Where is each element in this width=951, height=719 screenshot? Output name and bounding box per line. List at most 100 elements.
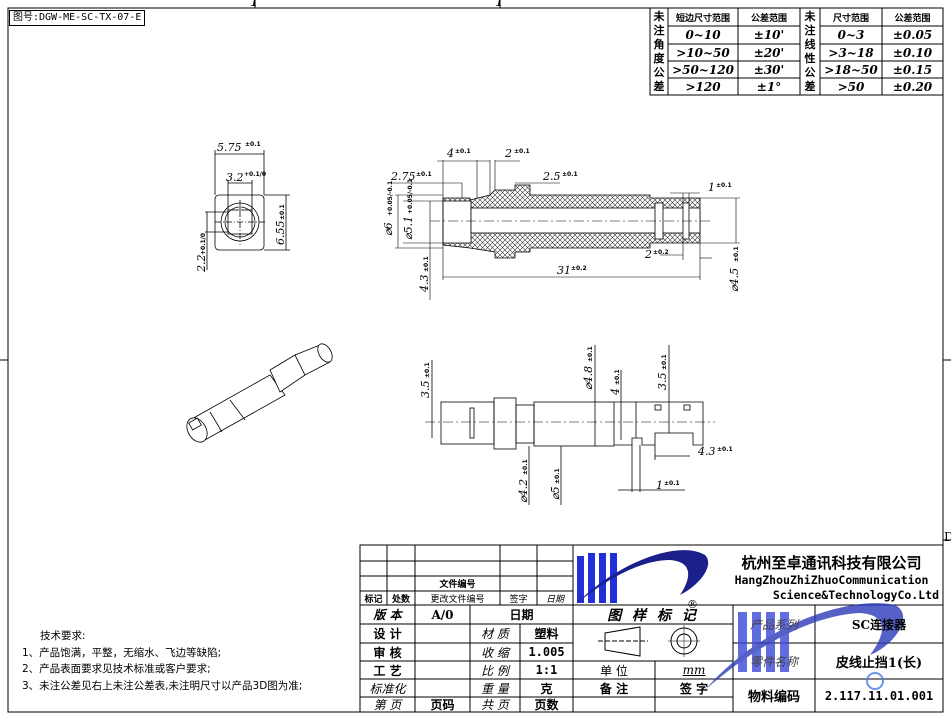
drawing-number: 图号:DGW-ME-SC-TX-07-E — [9, 10, 146, 26]
technical-requirements: 技术要求: 1、产品饱满，平整，无缩水、飞边等缺陷; 2、产品表面要求见技术标准… — [22, 628, 302, 694]
dim-side-43: 4.3 — [697, 445, 716, 458]
standardization-label: 标准化 — [369, 681, 406, 696]
dim-sec-2b: 2 — [644, 248, 652, 261]
company-name-en-2: Science&TechnologyCo.Ltd — [772, 587, 939, 602]
label-char: 注 — [653, 23, 665, 37]
table-cell: >10~50 — [676, 45, 730, 60]
dim-tol: ±0.1 — [416, 171, 432, 178]
page-value: 页码 — [430, 698, 455, 712]
version-label: 版 本 — [373, 608, 402, 622]
label-char: 注 — [804, 23, 816, 37]
table-cell: ±0.20 — [892, 79, 933, 94]
table-cell: ±20' — [753, 45, 785, 60]
table-header: 短边尺寸范围 — [675, 13, 730, 24]
dim-side-35a: 3.5 — [419, 381, 432, 399]
dim-sec-1: 1 — [708, 181, 715, 194]
side-view — [425, 345, 715, 505]
date-label: 日期 — [509, 608, 534, 622]
table-header: 公差范围 — [894, 13, 931, 24]
dim-tol: ±0.1 — [664, 480, 680, 487]
dim-tol: +0.05/-0.1 — [387, 181, 394, 216]
drawing-marks-label: 图 样 标 记 — [607, 607, 699, 624]
dim-tol: ±0.1 — [733, 246, 740, 262]
table-cell: ±0.10 — [892, 45, 933, 60]
revision-header: 标记 — [364, 594, 383, 605]
company-name-en: HangZhouZhiZhuoCommunication — [734, 572, 929, 587]
scale-label: 比 例 — [481, 663, 509, 678]
dim-side-4: 4 — [609, 388, 622, 396]
table-cell: ±1° — [756, 79, 782, 94]
scale-value: 1:1 — [535, 663, 558, 677]
dim-side-dia42: ⌀4.2 — [517, 479, 530, 503]
material-code-value: 2.117.11.01.001 — [824, 688, 934, 703]
dim-tol: ±0.2 — [571, 265, 587, 272]
material-label: 材 质 — [481, 627, 509, 641]
dim-sec-43: 4.3 — [418, 275, 431, 294]
dim-tol: ±0.1 — [562, 171, 578, 178]
revision-header: 日期 — [545, 594, 564, 605]
dim-tol: ±0.1 — [522, 459, 529, 475]
shrink-label: 收 缩 — [481, 645, 509, 660]
material-value: 塑料 — [534, 627, 559, 641]
dim-side-1: 1 — [656, 479, 663, 492]
end-view — [205, 150, 290, 270]
dim-tol: +0.05/-0.1 — [407, 179, 414, 214]
dim-sec-275: 2.75 — [390, 170, 416, 183]
notes-title: 技术要求: — [40, 630, 86, 642]
table-cell: 0~3 — [837, 28, 865, 42]
table-cell: >18~50 — [824, 62, 878, 77]
dim-end-width: 5.75 — [217, 141, 242, 154]
weight-label: 重 量 — [481, 681, 509, 696]
file-number-label: 文件编号 — [439, 580, 476, 590]
company-name-cn: 杭州至卓通讯科技有限公司 — [741, 553, 922, 572]
watermark-logo — [705, 603, 904, 690]
dim-sec-4: 4 — [446, 147, 454, 160]
dim-side-dia48: ⌀4.8 — [582, 366, 595, 390]
dim-tol: ±0.1 — [245, 141, 261, 148]
dim-tol: ±0.1 — [423, 256, 430, 272]
table-cell: >50~120 — [672, 62, 734, 77]
dim-tol: ±0.2 — [653, 249, 669, 256]
table-header: 公差范围 — [750, 13, 787, 24]
company-logo: ® — [575, 550, 709, 611]
total-pages-label: 共 页 — [481, 698, 509, 712]
dim-sec-dia45: ⌀4.5 — [728, 268, 741, 292]
product-series-label: 产品系列 — [749, 617, 798, 632]
label-char: 差 — [804, 79, 816, 93]
material-code-label: 物料编码 — [747, 690, 800, 705]
label-char: 差 — [653, 79, 665, 93]
revision-header: 签字 — [509, 594, 528, 605]
product-series-value: SC连接器 — [851, 617, 907, 632]
dim-tol: +0.1/0 — [200, 233, 207, 255]
table-cell: >120 — [685, 79, 721, 94]
linear-tolerance-label: 未注线性公差 — [800, 8, 820, 95]
unit-label: 单 位 — [600, 663, 628, 678]
revision-header: 更改文件编号 — [430, 594, 485, 605]
section-view — [390, 160, 740, 300]
dim-end-slot: 3.2 — [226, 171, 244, 184]
dim-tol: ±0.1 — [716, 182, 732, 189]
dim-tol: ±0.1 — [455, 148, 471, 155]
dim-tol: ±0.1 — [279, 204, 286, 220]
border-mark-row: D — [944, 530, 951, 544]
dim-sec-25: 2.5 — [542, 170, 561, 183]
weight-value: 克 — [540, 681, 553, 696]
dim-tol: ±0.1 — [554, 468, 561, 484]
total-pages-value: 页数 — [534, 698, 559, 712]
dim-sec-2: 2 — [504, 147, 512, 160]
label-char: 公 — [653, 65, 665, 79]
part-name-label: 零件名称 — [749, 654, 798, 669]
part-name-value: 皮线止挡1(长) — [835, 655, 923, 671]
shrink-value: 1.005 — [528, 645, 565, 659]
label-char: 未 — [653, 9, 665, 23]
label-char: 角 — [653, 37, 665, 51]
dim-tol: ±0.1 — [717, 446, 733, 453]
tolerance-table-grid — [649, 7, 944, 96]
table-cell: 0~10 — [685, 28, 721, 42]
dim-sec-dia51: ⌀5.1 — [402, 216, 415, 240]
table-header: 尺寸范围 — [832, 13, 869, 24]
dim-end-offset: 2.2 — [195, 255, 208, 274]
note-item: 2、产品表面要求见技术标准或客户要求; — [22, 663, 211, 675]
dim-sec-dia6: ⌀6 — [382, 222, 395, 236]
